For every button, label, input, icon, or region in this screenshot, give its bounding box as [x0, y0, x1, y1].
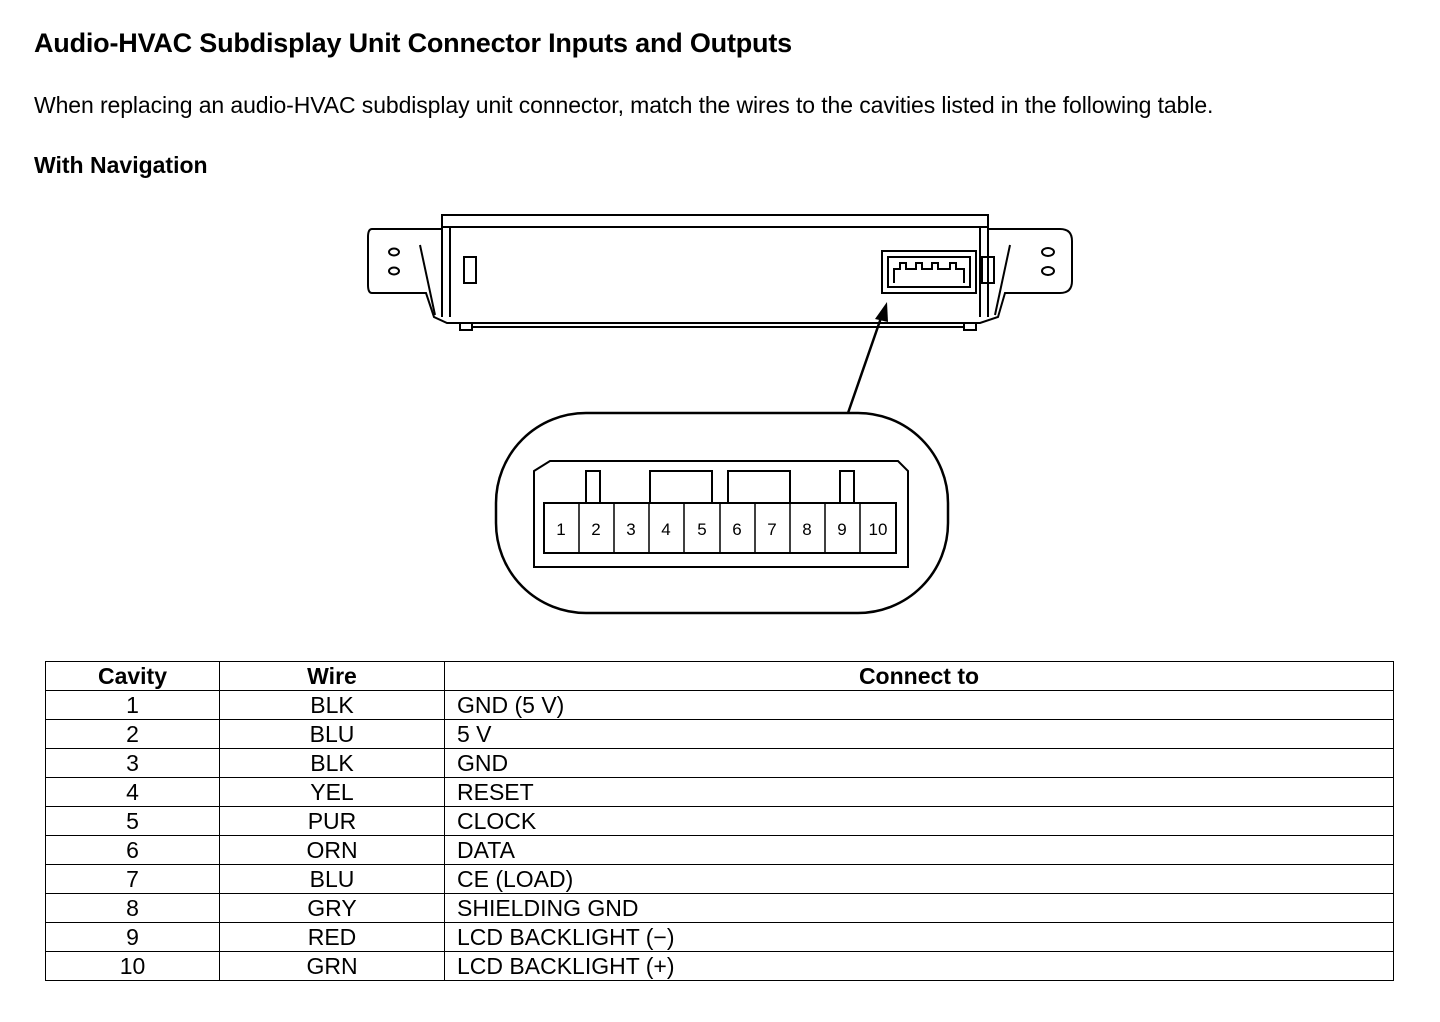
table-header-row: Cavity Wire Connect to — [45, 661, 1394, 691]
terminal-numbers: 1 2 3 4 5 6 7 8 9 10 — [556, 520, 887, 539]
terminal-4: 4 — [661, 520, 670, 539]
connect-cell: LCD BACKLIGHT (−) — [444, 922, 1394, 952]
wire-cell: BLU — [219, 719, 445, 749]
cavity-cell: 8 — [45, 893, 220, 923]
connector-diagram: 1 2 3 4 5 6 7 8 9 10 — [360, 205, 1080, 620]
cavity-cell: 2 — [45, 719, 220, 749]
wire-cell: GRN — [219, 951, 445, 981]
connect-cell: GND (5 V) — [444, 690, 1394, 720]
connect-cell: RESET — [444, 777, 1394, 807]
connect-cell: GND — [444, 748, 1394, 778]
terminal-9: 9 — [837, 520, 846, 539]
subdisplay-unit-drawing — [367, 214, 1073, 331]
subheading: With Navigation — [34, 152, 208, 178]
cavity-cell: 6 — [45, 835, 220, 865]
cavity-cell: 3 — [45, 748, 220, 778]
header-cavity: Cavity — [45, 661, 220, 691]
terminal-8: 8 — [802, 520, 811, 539]
wire-cell: YEL — [219, 777, 445, 807]
terminal-6: 6 — [732, 520, 741, 539]
terminal-3: 3 — [626, 520, 635, 539]
cavity-cell: 9 — [45, 922, 220, 952]
wire-cell: PUR — [219, 806, 445, 836]
cavity-cell: 1 — [45, 690, 220, 720]
wire-cell: BLK — [219, 690, 445, 720]
wire-cell: ORN — [219, 835, 445, 865]
cavity-cell: 7 — [45, 864, 220, 894]
terminal-7: 7 — [767, 520, 776, 539]
header-wire: Wire — [219, 661, 445, 691]
pointer-arrow — [846, 302, 888, 414]
wire-cell: BLU — [219, 864, 445, 894]
intro-text: When replacing an audio-HVAC subdisplay … — [34, 92, 1214, 118]
connect-cell: DATA — [444, 835, 1394, 865]
connect-cell: CLOCK — [444, 806, 1394, 836]
terminal-2: 2 — [591, 520, 600, 539]
terminal-10: 10 — [869, 520, 888, 539]
connect-cell: LCD BACKLIGHT (+) — [444, 951, 1394, 981]
wire-cell: BLK — [219, 748, 445, 778]
terminal-1: 1 — [556, 520, 565, 539]
cavity-cell: 4 — [45, 777, 220, 807]
connect-cell: SHIELDING GND — [444, 893, 1394, 923]
cavity-cell: 10 — [45, 951, 220, 981]
cavity-cell: 5 — [45, 806, 220, 836]
wire-cell: GRY — [219, 893, 445, 923]
terminal-5: 5 — [697, 520, 706, 539]
wire-cell: RED — [219, 922, 445, 952]
header-connect-to: Connect to — [444, 661, 1394, 691]
page-title: Audio-HVAC Subdisplay Unit Connector Inp… — [34, 28, 792, 58]
connect-cell: CE (LOAD) — [444, 864, 1394, 894]
connector-diagram-svg: 1 2 3 4 5 6 7 8 9 10 — [367, 214, 1073, 615]
connect-cell: 5 V — [444, 719, 1394, 749]
connector-face-view — [494, 411, 950, 615]
